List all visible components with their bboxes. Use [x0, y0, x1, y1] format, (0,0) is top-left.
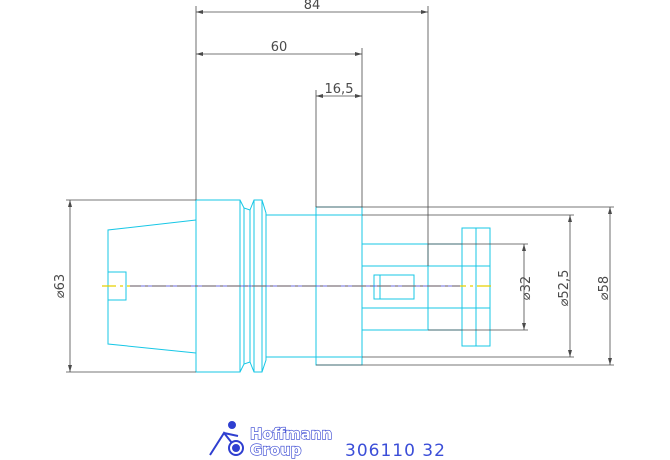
dim-label-d52-5: ⌀52,5	[557, 270, 572, 307]
dim-label-d63: ⌀63	[53, 274, 68, 298]
dim-label-16-5: 16,5	[325, 82, 354, 97]
part-number: 306110 32	[345, 441, 446, 460]
logo-text-line1: Hoffmann	[250, 425, 332, 443]
dim-label-60: 60	[271, 40, 288, 55]
logo-text-line2: Group	[250, 441, 302, 459]
dim-label-d58: ⌀58	[597, 276, 612, 300]
logo-figure-icon	[209, 421, 244, 456]
hoffmann-logo: Hoffmann Group	[209, 421, 333, 460]
dim-label-84: 84	[304, 0, 321, 13]
dimension-arrows	[68, 10, 612, 372]
key-slot	[373, 274, 415, 300]
clamping-nut	[428, 227, 491, 347]
nose	[361, 243, 429, 331]
dim-label-d32: ⌀32	[519, 276, 534, 300]
dimension-lines	[66, 6, 614, 373]
